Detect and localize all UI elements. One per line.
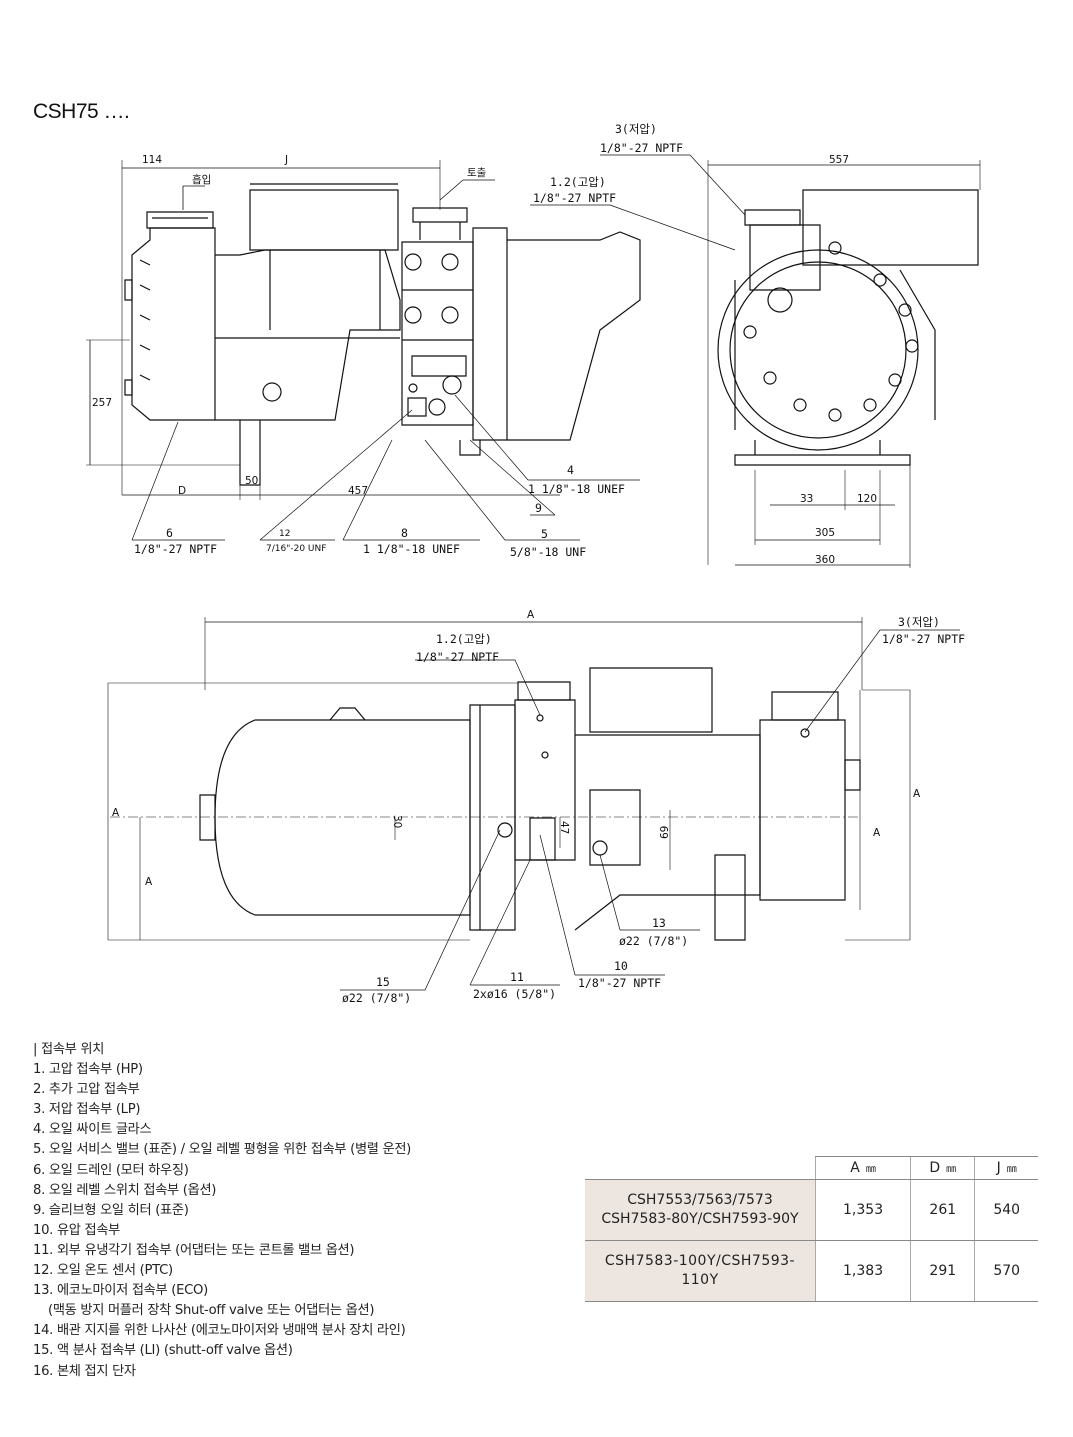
model-cell: CSH7583-100Y/CSH7593-110Y	[585, 1240, 816, 1302]
dim-33: 33	[800, 493, 813, 505]
dim-360: 360	[815, 554, 835, 566]
dim-50: 50	[245, 475, 258, 487]
legend-item: 11. 외부 유냉각기 접속부 (어댑터는 또는 콘트롤 밸브 옵션)	[33, 1242, 355, 1258]
dim-305: 305	[815, 527, 835, 539]
value-d: 291	[910, 1240, 975, 1302]
conn-12b-number: 12	[279, 529, 290, 539]
conn-12b-thread: 7/16"-20 UNF	[266, 544, 326, 554]
legend-item: 14. 배관 지지를 위한 나사산 (에코노마이저와 냉매액 분사 장치 라인)	[33, 1323, 406, 1339]
value-j: 540	[974, 1179, 1038, 1241]
dim-257: 257	[92, 397, 112, 409]
conn-3-thread: 1/8"-27 NPTF	[600, 141, 683, 155]
value-d: 261	[910, 1179, 975, 1241]
conn-5-number: 5	[541, 527, 548, 541]
table-row: CSH7583-100Y/CSH7593-110Y 1,383 291 570	[585, 1240, 1038, 1302]
dim-114: 114	[142, 154, 162, 166]
technical-drawing: 114 J 흡입 토출 257 50 D 457 3(저압) 1/8"-27 N…	[86, 122, 981, 1005]
dim-a-right: A	[913, 788, 921, 800]
dim-69: 69	[659, 826, 671, 839]
conn-12-thread-2: 1/8"-27 NPTF	[416, 650, 499, 664]
dim-a-left-2: A	[145, 876, 153, 888]
dim-j: J	[284, 154, 288, 166]
dim-d: D	[178, 485, 186, 497]
dim-a-right-2: A	[873, 827, 881, 839]
dim-a-top: A	[527, 609, 535, 621]
legend-item: 10. 유압 접속부	[33, 1222, 121, 1238]
conn-15-number: 15	[376, 975, 390, 989]
suction-label: 흡입	[192, 173, 211, 186]
conn-6-number: 6	[166, 526, 173, 540]
conn-8-thread: 1 1/8"-18 UNEF	[363, 542, 460, 556]
top-view-drawing	[107, 617, 960, 991]
conn-13-size: ø22 (7/8")	[619, 934, 688, 948]
conn-3-thread-2: 1/8"-27 NPTF	[882, 632, 965, 646]
dim-47: 47	[558, 821, 570, 834]
conn-9-number: 9	[535, 501, 542, 515]
discharge-label: 토출	[467, 167, 487, 179]
legend-item: 13. 에코노마이저 접속부 (ECO)	[33, 1283, 208, 1299]
conn-10-thread: 1/8"-27 NPTF	[578, 976, 661, 990]
conn-11-size: 2xø16 (5/8")	[473, 987, 556, 1001]
conn-12-thread: 1/8"-27 NPTF	[533, 191, 616, 205]
end-view-drawing	[707, 160, 981, 568]
legend-item: 16. 본체 접지 단자	[33, 1363, 136, 1379]
dim-120: 120	[857, 493, 877, 505]
dim-457: 457	[348, 485, 368, 497]
conn-15-size: ø22 (7/8")	[342, 991, 411, 1005]
side-view-drawing	[86, 154, 746, 541]
page-title: CSH75 ….	[33, 100, 130, 123]
legend-item: 12. 오일 온도 센서 (PTC)	[33, 1263, 173, 1279]
legend-item: 1. 고압 접속부 (HP)	[33, 1062, 143, 1078]
conn-3-number: 3(저압)	[615, 122, 657, 136]
conn-11-number: 11	[510, 970, 524, 984]
dim-557: 557	[829, 154, 849, 166]
conn-6-thread: 1/8"-27 NPTF	[134, 542, 217, 556]
conn-13-number: 13	[652, 916, 666, 930]
conn-5-thread: 5/8"-18 UNF	[510, 545, 586, 559]
legend-item-note: (맥동 방지 머플러 장착 Shut-off valve 또는 어댑터는 옵션)	[48, 1303, 375, 1319]
connection-legend: | 접속부 위치 1. 고압 접속부 (HP) 2. 추가 고압 접속부 3. …	[33, 1040, 411, 1382]
legend-item: 9. 슬리브형 오일 히터 (표준)	[33, 1202, 189, 1218]
legend-item: 3. 저압 접속부 (LP)	[33, 1102, 141, 1118]
conn-3-number-2: 3(저압)	[898, 615, 940, 629]
legend-heading: | 접속부 위치	[33, 1042, 105, 1057]
legend-item: 6. 오일 드레인 (모터 하우징)	[33, 1162, 189, 1178]
conn-10-number: 10	[614, 959, 628, 973]
conn-8-number: 8	[401, 526, 408, 540]
legend-item: 2. 추가 고압 접속부	[33, 1082, 140, 1098]
table-header-model	[585, 1156, 816, 1180]
legend-item: 5. 오일 서비스 밸브 (표준) / 오일 레벨 평형을 위한 접속부 (병렬…	[33, 1142, 412, 1158]
legend-item: 8. 오일 레벨 스위치 접속부 (옵션)	[33, 1182, 217, 1198]
value-j: 570	[974, 1240, 1038, 1302]
conn-4-number: 4	[567, 463, 574, 477]
conn-4-thread: 1 1/8"-18 UNEF	[528, 482, 625, 496]
value-a: 1,353	[814, 1179, 911, 1241]
legend-item: 4. 오일 싸이트 글라스	[33, 1122, 152, 1138]
dim-a-left: A	[112, 807, 120, 819]
legend-item: 15. 액 분사 접속부 (LI) (shutt-off valve 옵션)	[33, 1343, 293, 1359]
conn-12-number-2: 1.2(고압)	[436, 632, 492, 646]
value-a: 1,383	[814, 1240, 911, 1302]
dim-30: 30	[391, 815, 403, 828]
conn-12-number: 1.2(고압)	[550, 175, 606, 189]
